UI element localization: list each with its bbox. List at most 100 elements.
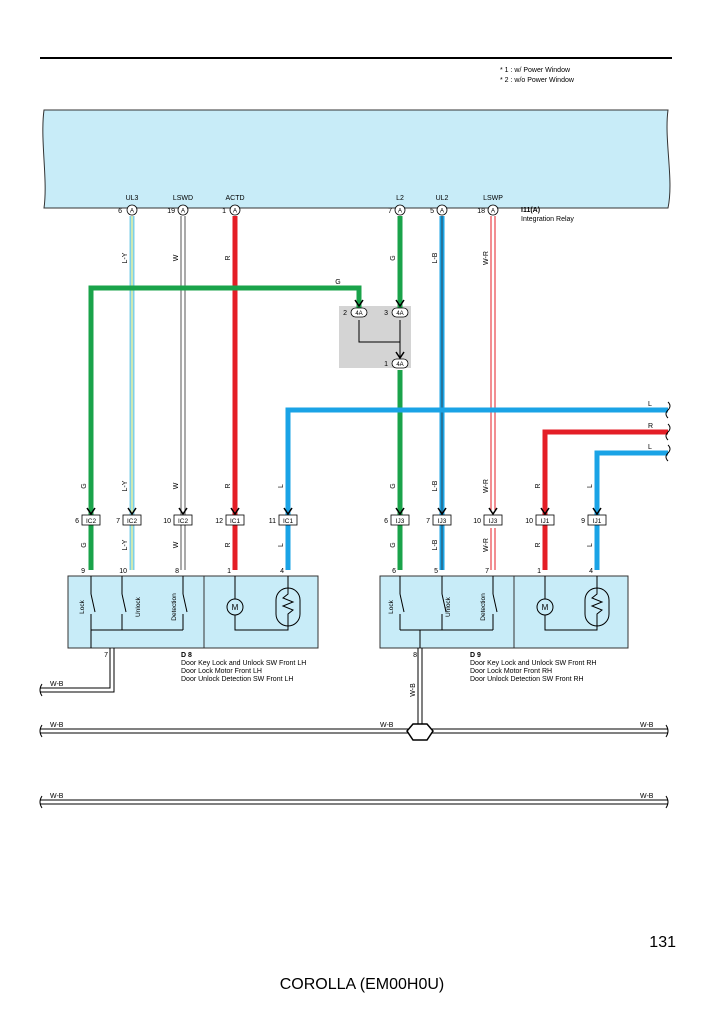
d9-switch-unlock: Unlock [445, 596, 452, 617]
connector-code: IC2 [178, 518, 189, 525]
terminal-letter-l2: A [398, 209, 402, 215]
terminal-ring-ul3 [126, 204, 138, 216]
connector-pin: 12 [215, 518, 223, 525]
integration-relay-box [42, 109, 671, 209]
connector-arrow [127, 507, 137, 516]
wire-label-g-branch: G [335, 279, 340, 286]
d8-code: D 8 [181, 652, 192, 659]
terminal-label-ul2: UL2 [436, 195, 449, 202]
connector-color-lower: L [278, 543, 285, 547]
d8-switch-detection: Detection [171, 593, 178, 621]
d8-switch-unlock: Unlock [135, 596, 142, 617]
wire-label-lswp: W-R [483, 251, 490, 265]
d8-line-2: Door Lock Motor Front LH [181, 668, 262, 675]
connector-color-upper: L [587, 484, 594, 488]
terminal-pin-lswp: 18 [477, 208, 485, 215]
d9-ground-pin: 8 [413, 652, 417, 659]
relay-name: Integration Relay [521, 216, 574, 223]
connector-pin: 7 [426, 518, 430, 525]
d9-pin-1: 1 [537, 568, 541, 575]
junction-pin-number-1: 1 [384, 361, 388, 368]
connector-arrow [540, 507, 550, 516]
ground-label-bus2-right: W-B [640, 793, 654, 800]
connector-color-lower: L [587, 543, 594, 547]
wire-label-ul2: L-B [432, 252, 439, 263]
note-1: * 1 : w/ Power Window [500, 67, 571, 74]
wire-label-ul3: L-Y [122, 252, 129, 263]
d9-line-1: Door Key Lock and Unlock SW Front RH [470, 660, 596, 667]
d9-motor-label: M [542, 603, 549, 612]
connector-color-lower: L-B [432, 539, 439, 550]
connector-arrow [230, 507, 240, 516]
terminal-letter-ul2: A [440, 209, 444, 215]
d9-pin-4: 4 [589, 568, 593, 575]
page-number: 131 [649, 934, 676, 951]
connector-pin: 6 [384, 518, 388, 525]
connector-code: IJ3 [489, 518, 498, 525]
connector-color-upper: L-B [432, 480, 439, 491]
terminal-label-lswp: LSWP [483, 195, 503, 202]
junction-label-3: 4A [396, 311, 403, 317]
connector-pin: 6 [75, 518, 79, 525]
wire-labels-upper: L-Y W R G L-B W-R G L R L [122, 251, 653, 451]
ground-label-bus1-left: W-B [50, 722, 64, 729]
d9-pin-6: 6 [392, 568, 396, 575]
connector-color-lower: L-Y [122, 539, 129, 550]
terminal-ring-l2 [394, 204, 406, 216]
wire-label-l2: G [390, 255, 397, 260]
terminal-ring-lswp [487, 204, 499, 216]
d8-pin-9: 9 [81, 568, 85, 575]
ground-label-bus2-left: W-B [50, 793, 64, 800]
connector-box [535, 514, 555, 526]
terminal-ring-ul2 [436, 204, 448, 216]
connector-code: IC1 [230, 518, 241, 525]
connector-arrow [395, 507, 405, 516]
terminal-label-lswd: LSWD [173, 195, 193, 202]
ground-label-d9: W-B [410, 683, 417, 697]
d9-switch-detection: Detection [480, 593, 487, 621]
wire-label-lswd: W [173, 254, 180, 261]
wire-label-actd: R [225, 255, 232, 260]
d8-pin-10: 10 [119, 568, 127, 575]
ground-label-d8: W-B [50, 681, 64, 688]
connector-pin: 7 [116, 518, 120, 525]
wire-label-right-l-top: L [648, 401, 652, 408]
terminal-label-actd: ACTD [225, 195, 244, 202]
connector-color-upper: G [81, 483, 88, 488]
ground-label-bus1-right: W-B [640, 722, 654, 729]
ground-splice-point [406, 723, 434, 741]
connector-pin: 10 [163, 518, 171, 525]
note-2: * 2 : w/o Power Window [500, 77, 575, 84]
junction-pin-number-3: 3 [384, 310, 388, 317]
connector-pin: 10 [473, 518, 481, 525]
connector-color-upper: L [278, 484, 285, 488]
ground-label-bus1-mid: W-B [380, 722, 394, 729]
component-d8: M Lock Unlock Detection 9 10 8 1 4 7 D 8… [67, 568, 319, 683]
d9-pin-5: 5 [434, 568, 438, 575]
connector-code: IC2 [86, 518, 97, 525]
terminal-pin-ul3: 6 [118, 208, 122, 215]
connector-color-lower: W [173, 541, 180, 548]
connector-box [122, 514, 142, 526]
wire-g-branch [88, 285, 362, 570]
connector-color-upper: L-Y [122, 480, 129, 491]
connector-box [278, 514, 298, 526]
junction-pin-2 [350, 307, 368, 318]
d9-switch-lock: Lock [388, 599, 395, 613]
d8-pin-4: 4 [280, 568, 284, 575]
terminal-pin-lswd: 19 [167, 208, 175, 215]
connector-pin: 10 [525, 518, 533, 525]
terminal-letter-lswp: A [491, 209, 495, 215]
connector-code: IC1 [283, 518, 294, 525]
wire-right-l-bottom [594, 450, 668, 570]
connector-box [432, 514, 452, 526]
connector-color-lower: G [390, 542, 397, 547]
component-d9: M Lock Unlock Detection 6 5 7 1 4 8 D 9 … [379, 568, 629, 683]
terminal-ring-actd [229, 204, 241, 216]
d8-pin-1: 1 [227, 568, 231, 575]
connector-arrow [437, 507, 447, 516]
d8-line-3: Door Unlock Detection SW Front LH [181, 676, 293, 683]
connector-arrow [283, 507, 293, 516]
connector-box [587, 514, 607, 526]
